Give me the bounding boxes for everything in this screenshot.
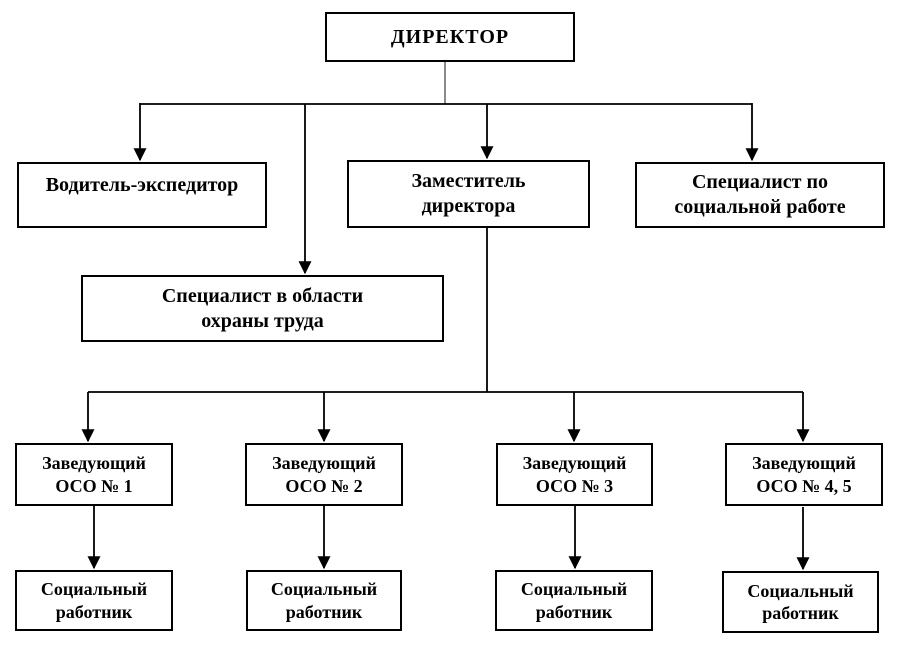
node-labor-safety-specialist: Специалист в области охраны труда	[81, 275, 444, 342]
node-director: ДИРЕКТОР	[325, 12, 575, 62]
node-deputy-director: Заместитель директора	[347, 160, 590, 228]
node-social-worker-3: Социальный работник	[495, 570, 653, 631]
node-oso-head-3: Заведующий ОСО № 3	[496, 443, 653, 506]
node-oso-head-4-5: Заведующий ОСО № 4, 5	[725, 443, 883, 506]
node-driver-forwarder: Водитель-экспедитор	[17, 162, 267, 228]
node-oso-head-2: Заведующий ОСО № 2	[245, 443, 403, 506]
node-social-worker-1: Социальный работник	[15, 570, 173, 631]
node-social-work-specialist: Специалист по социальной работе	[635, 162, 885, 228]
node-oso-head-1: Заведующий ОСО № 1	[15, 443, 173, 506]
node-social-worker-4: Социальный работник	[722, 571, 879, 633]
node-social-worker-2: Социальный работник	[246, 570, 402, 631]
